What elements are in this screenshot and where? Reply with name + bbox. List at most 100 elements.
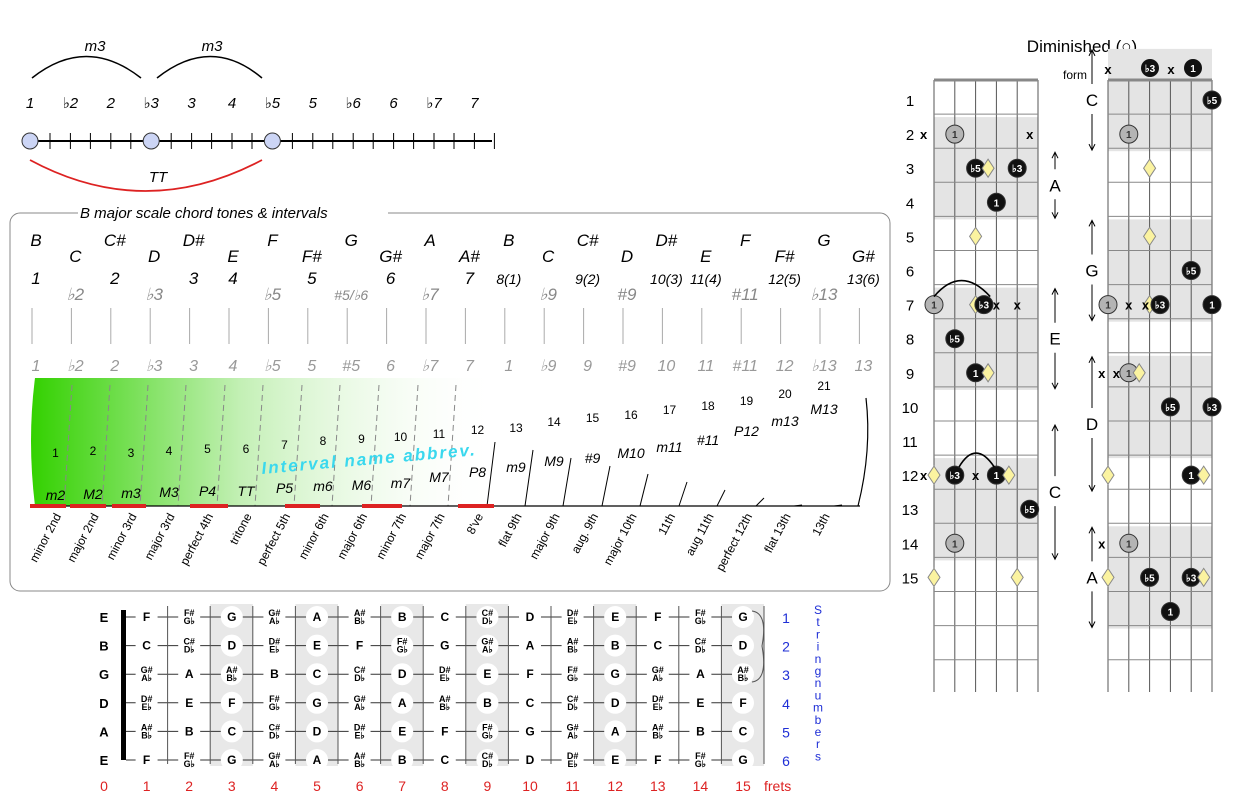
dim-fret-label: 12 [902, 468, 919, 485]
degree-row2: ♭9 [540, 358, 557, 375]
fret-note-flat: D♭ [354, 673, 365, 683]
scale-degree: 11(4) [690, 271, 722, 287]
scale-degree: ♭7 [421, 285, 439, 304]
fret-note: A#B♭ [652, 722, 664, 740]
fret-note: B [185, 724, 194, 738]
legend-x: x [1167, 62, 1175, 77]
dim-fret-label: 15 [902, 570, 919, 587]
chord-dot-label: ♭3 [979, 301, 990, 312]
semitone-number: 17 [663, 403, 677, 417]
fret-note: F [526, 667, 533, 681]
scale-note-name: F [740, 231, 752, 250]
interval-name: perfect 12th [713, 511, 755, 574]
scale-note-name: C# [104, 231, 126, 250]
fret-number: 8 [441, 778, 449, 794]
note-bg [220, 720, 243, 743]
fret-number: 6 [356, 778, 364, 794]
form-arrowhead [1088, 143, 1096, 152]
fret-note: E [398, 724, 406, 738]
scale-note-name: E [700, 247, 712, 266]
interval-name: minor 7th [373, 511, 409, 562]
semitone-number: 21 [817, 379, 831, 393]
scale-note-name: G# [852, 247, 875, 266]
chord-dot-label: ♭5 [1144, 573, 1155, 584]
scale-degree: 10(3) [650, 271, 683, 287]
note-bg [433, 634, 456, 657]
scale-degree: 5 [307, 269, 317, 288]
chord-diamond [1197, 465, 1211, 486]
interval-column-line [639, 473, 649, 507]
chord-dot-label: 1 [1209, 301, 1215, 312]
note-bg [306, 634, 328, 657]
fret-note: D#E♭ [439, 665, 451, 683]
note-bg [561, 606, 584, 628]
interval-column-line [216, 384, 226, 507]
interval-marker-circle [263, 132, 281, 150]
interval-name: perfect 4th [177, 511, 216, 568]
note-bg [135, 749, 158, 771]
fret-note: C [227, 724, 236, 738]
note-bg [306, 691, 328, 714]
note-bg [689, 691, 712, 714]
note-bg [306, 663, 328, 686]
fret-note-flat: D♭ [567, 702, 578, 712]
fret-note: F#G♭ [695, 751, 706, 769]
fret-note: G#A♭ [268, 608, 280, 626]
interval-note: ♭6 [345, 95, 361, 112]
note-bg [348, 691, 371, 714]
semitone-number: 7 [281, 438, 288, 452]
string-number: 2 [782, 639, 790, 655]
fret-note-sharp: C# [482, 751, 494, 761]
string-number: 1 [782, 610, 790, 626]
degree-row2: 4 [229, 358, 238, 375]
chord-dot-label: 1 [973, 369, 979, 380]
fret-note-sharp: G# [268, 751, 280, 761]
interval-note: 1 [26, 95, 34, 112]
open-string-note: A [99, 724, 109, 739]
dim-fret-label: 7 [906, 298, 914, 315]
semitone-number: 6 [243, 442, 250, 456]
fret-note-sharp: D# [141, 694, 153, 704]
degree-row2: #9 [618, 358, 636, 375]
legend-dot [1184, 59, 1202, 77]
chord-dot [1150, 295, 1170, 315]
interval-abbrev: m13 [771, 413, 798, 429]
string-number: 5 [782, 724, 790, 740]
scale-panel-title-bg [78, 205, 388, 221]
fret-note-flat: G♭ [567, 673, 578, 683]
interval-abbrev: M10 [617, 445, 644, 461]
fret-note: D [611, 696, 620, 710]
interval-column-line [63, 384, 73, 507]
note-bg [178, 720, 201, 743]
fret-note: C#D♭ [354, 665, 366, 683]
fret-note: B [398, 753, 407, 767]
dim-fret-label: 5 [906, 229, 914, 246]
note-bg [135, 606, 158, 628]
scale-degree: ♭2 [67, 285, 85, 304]
fret-note: A#B♭ [354, 751, 366, 769]
interval-name: perfect 5th [254, 511, 293, 568]
note-bg [433, 720, 456, 743]
semitone-number: 5 [204, 442, 211, 456]
fret-note-sharp: A# [226, 665, 238, 675]
interval-note: ♭2 [63, 95, 79, 112]
dim-fret-label: 8 [906, 332, 914, 349]
fret-note: F [356, 639, 363, 653]
fret-note-flat: A♭ [567, 730, 578, 740]
note-bg [732, 749, 754, 771]
fret-note-flat: B♭ [226, 673, 237, 683]
note-bg [604, 663, 627, 686]
fret-note: A#B♭ [141, 722, 153, 740]
fret-note-sharp: C# [695, 637, 707, 647]
chord-dot [1202, 295, 1222, 315]
chord-diamond [1142, 226, 1157, 247]
chord-dot-label: 1 [952, 539, 958, 550]
chord-diamond [1197, 567, 1211, 588]
interval-abbrev: m11 [656, 439, 682, 455]
legend-dot-label: ♭3 [1145, 64, 1156, 75]
legend-dot [1141, 59, 1159, 77]
fret-note: E [611, 753, 619, 767]
interval-column-line [101, 384, 111, 507]
arc-label: m3 [202, 38, 223, 55]
scale-degree: 3 [189, 269, 199, 288]
